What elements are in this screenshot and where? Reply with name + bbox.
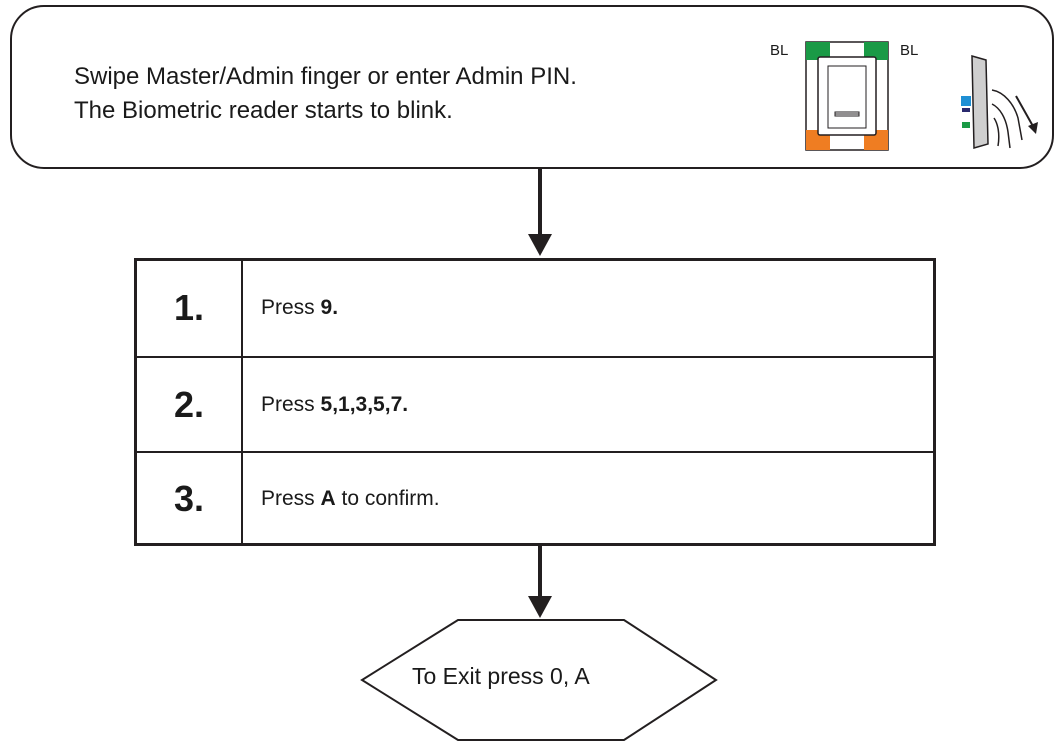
exit-hexagon bbox=[360, 619, 718, 741]
step-description: Press 5,1,3,5,7. bbox=[261, 358, 408, 452]
start-step-text: Swipe Master/Admin finger or enter Admin… bbox=[74, 60, 577, 128]
arrow-top-to-steps bbox=[528, 169, 552, 256]
step-prefix: Press bbox=[261, 393, 321, 416]
step-key: A bbox=[320, 487, 336, 510]
step-row: 1. Press 9. bbox=[137, 261, 933, 355]
step-description: Press 9. bbox=[261, 261, 338, 355]
steps-column-divider bbox=[241, 261, 243, 543]
start-step-line-2: The Biometric reader starts to blink. bbox=[74, 97, 453, 124]
step-key: 5,1,3,5,7. bbox=[320, 393, 409, 416]
start-step-line-1: Swipe Master/Admin finger or enter Admin… bbox=[74, 63, 577, 90]
step-prefix: Press bbox=[261, 487, 321, 510]
step-row: 3. Press A to confirm. bbox=[137, 451, 933, 545]
step-number: 1. bbox=[173, 287, 205, 328]
bl-label-left: BL bbox=[770, 42, 789, 59]
step-suffix: to confirm. bbox=[335, 487, 440, 510]
bl-label-right: BL bbox=[900, 42, 919, 59]
biometric-reader-icon bbox=[805, 41, 889, 151]
step-number: 2. bbox=[173, 384, 205, 425]
step-description: Press A to confirm. bbox=[261, 453, 440, 545]
step-prefix: Press bbox=[261, 296, 321, 319]
exit-label: To Exit press 0, A bbox=[412, 663, 590, 689]
step-row: 2. Press 5,1,3,5,7. bbox=[137, 356, 933, 452]
arrow-steps-to-exit bbox=[528, 546, 552, 618]
led-green-left bbox=[806, 42, 830, 60]
step-number: 3. bbox=[173, 478, 205, 519]
step-key: 9. bbox=[320, 296, 339, 319]
led-green-right bbox=[864, 42, 888, 60]
steps-table: 1. Press 9. 2. Press 5,1,3,5,7. 3. Press… bbox=[134, 258, 936, 546]
finger-swipe-icon bbox=[961, 54, 1038, 149]
